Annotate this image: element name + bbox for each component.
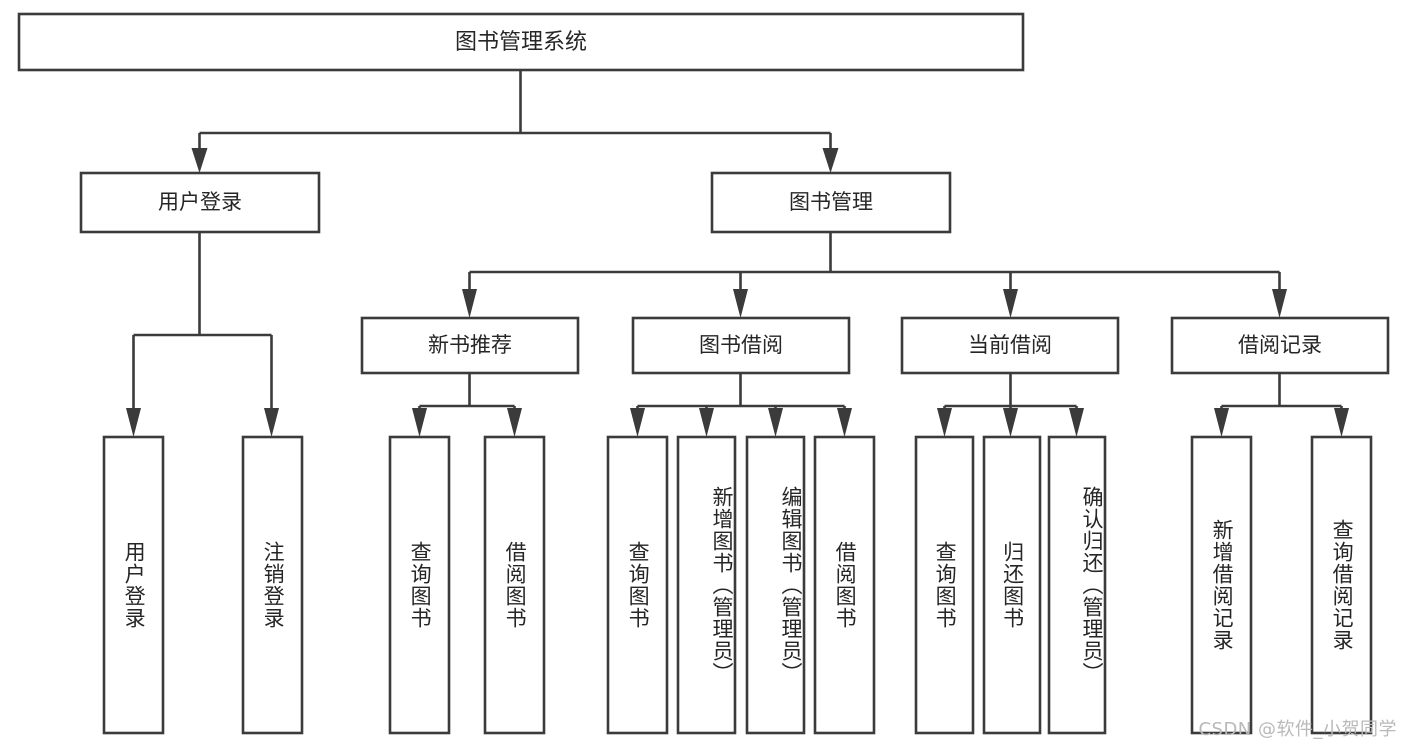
node-current-borrow-box[interactable] (900, 316, 1120, 375)
node-new-book-recommend[interactable]: 新书推荐 (360, 316, 580, 375)
node-book-borrow-box[interactable] (631, 316, 851, 375)
node-borrow-record[interactable]: 借阅记录 (1170, 316, 1390, 375)
node-user-login[interactable]: 用户登录 (79, 171, 321, 234)
arrow-head-leaf-query-book-1 (412, 408, 427, 437)
node-current-borrow-label: 当前借阅 (968, 333, 1052, 357)
node-leaf-confirm-return-box[interactable] (1047, 435, 1107, 735)
node-borrow-record-label: 借阅记录 (1238, 333, 1322, 357)
node-book-borrow[interactable]: 图书借阅 (631, 316, 851, 375)
node-leaf-query-book-1-box[interactable] (388, 435, 451, 735)
node-leaf-query-record-box[interactable] (1310, 435, 1373, 735)
arrow-head-book-management (822, 148, 839, 173)
arrow-head-leaf-return-book (1003, 408, 1018, 437)
node-leaf-return-book-box[interactable] (982, 435, 1042, 735)
node-book-borrow-label: 图书借阅 (699, 333, 783, 357)
arrow-head-leaf-add-book (699, 408, 714, 437)
arrow-head-leaf-query-book-2 (630, 408, 645, 437)
node-root[interactable]: 图书管理系统 (17, 12, 1025, 72)
connector-group-book-management (462, 232, 1287, 318)
node-leaf-user-login-box[interactable] (102, 435, 165, 735)
arrow-head-leaf-edit-book (768, 408, 783, 437)
node-user-login-box[interactable] (79, 171, 321, 234)
arrow-head-book-borrow (733, 289, 748, 318)
arrow-head-new-book-recommend (462, 289, 477, 318)
arrow-head-leaf-confirm-return (1069, 408, 1084, 437)
connector-group-new-book-recommend (412, 373, 522, 437)
node-leaf-query-book-3-box[interactable] (914, 435, 975, 735)
arrow-head-leaf-user-login (126, 408, 141, 437)
node-leaf-logout-box[interactable] (241, 435, 304, 735)
watermark-text: CSDN @软件_小贺同学 (1198, 719, 1397, 740)
node-leaf-add-book-box[interactable] (676, 435, 737, 735)
node-book-management[interactable]: 图书管理 (710, 171, 952, 234)
node-new-book-recommend-label: 新书推荐 (428, 333, 512, 357)
arrow-head-current-borrow (1003, 289, 1018, 318)
connector-group-current-borrow (937, 373, 1084, 437)
node-book-management-box[interactable] (710, 171, 952, 234)
connector-group-user-login (126, 232, 279, 437)
node-current-borrow[interactable]: 当前借阅 (900, 316, 1120, 375)
arrow-head-borrow-record (1272, 289, 1287, 318)
node-leaf-edit-book-box[interactable] (745, 435, 806, 735)
arrow-head-leaf-borrow-book-2 (837, 408, 852, 437)
connector-group-borrow-record (1214, 373, 1349, 437)
node-leaf-add-record-box[interactable] (1190, 435, 1253, 735)
arrow-head-leaf-logout (264, 408, 279, 437)
connector-group-book-borrow (630, 373, 852, 437)
node-root-label: 图书管理系统 (455, 30, 587, 55)
node-root-box[interactable] (17, 12, 1025, 72)
node-borrow-record-box[interactable] (1170, 316, 1390, 375)
arrow-head-leaf-borrow-book-1 (507, 408, 522, 437)
node-user-login-label: 用户登录 (158, 190, 242, 214)
node-leaf-borrow-book-1-box[interactable] (483, 435, 546, 735)
node-book-management-label: 图书管理 (789, 190, 873, 214)
arrow-head-leaf-query-record (1334, 408, 1349, 437)
arrow-head-user-login (191, 148, 208, 173)
node-leaf-borrow-book-2-box[interactable] (813, 435, 876, 735)
connector-group-root (191, 70, 839, 173)
node-leaf-query-book-2-box[interactable] (606, 435, 669, 735)
arrow-head-leaf-query-book-3 (937, 408, 952, 437)
arrow-head-leaf-add-record (1214, 408, 1229, 437)
node-new-book-recommend-box[interactable] (360, 316, 580, 375)
